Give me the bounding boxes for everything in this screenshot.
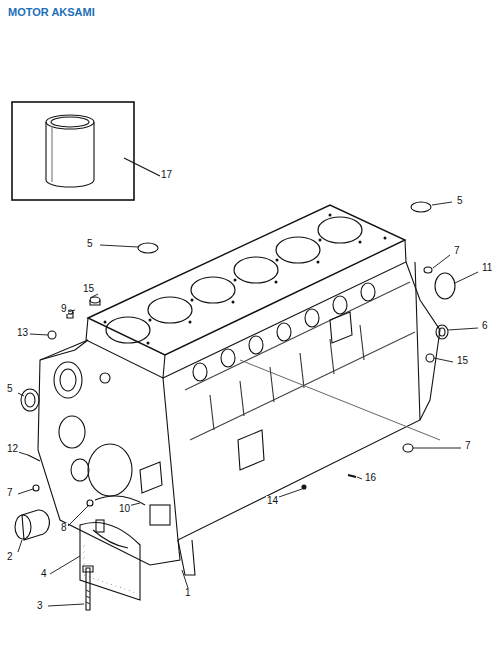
callout-number: 4 (40, 569, 48, 579)
inset-frame (12, 102, 134, 200)
callout-number: 8 (60, 523, 68, 533)
leader-line (124, 158, 160, 176)
callout-number: 12 (6, 444, 19, 454)
callout-number: 15 (456, 356, 469, 366)
callout-number: 7 (464, 441, 472, 451)
callout-number: 15 (82, 284, 95, 294)
callout-number: 1 (184, 588, 192, 598)
callout-number: 10 (118, 504, 131, 514)
callout-number: 7 (453, 246, 461, 256)
callout-number: 17 (160, 170, 173, 180)
callout-number: 9 (60, 304, 68, 314)
callout-number: 13 (16, 328, 29, 338)
cylinder-block (38, 205, 440, 575)
callout-number: 14 (266, 496, 279, 506)
leader-lines (18, 202, 478, 606)
callout-number: 2 (6, 552, 14, 562)
callout-number: 3 (36, 601, 44, 611)
callout-number: 16 (364, 473, 377, 483)
callout-number: 5 (6, 384, 14, 394)
cylinder-liner (46, 115, 94, 187)
callout-number: 11 (481, 263, 493, 273)
loose-parts (15, 202, 455, 610)
callout-number: 5 (86, 239, 94, 249)
callout-number: 7 (6, 488, 14, 498)
callout-number: 6 (481, 321, 489, 331)
callout-number: 5 (456, 196, 464, 206)
expansion-plug (411, 202, 431, 212)
page-title: MOTOR AKSAMI (8, 6, 95, 18)
